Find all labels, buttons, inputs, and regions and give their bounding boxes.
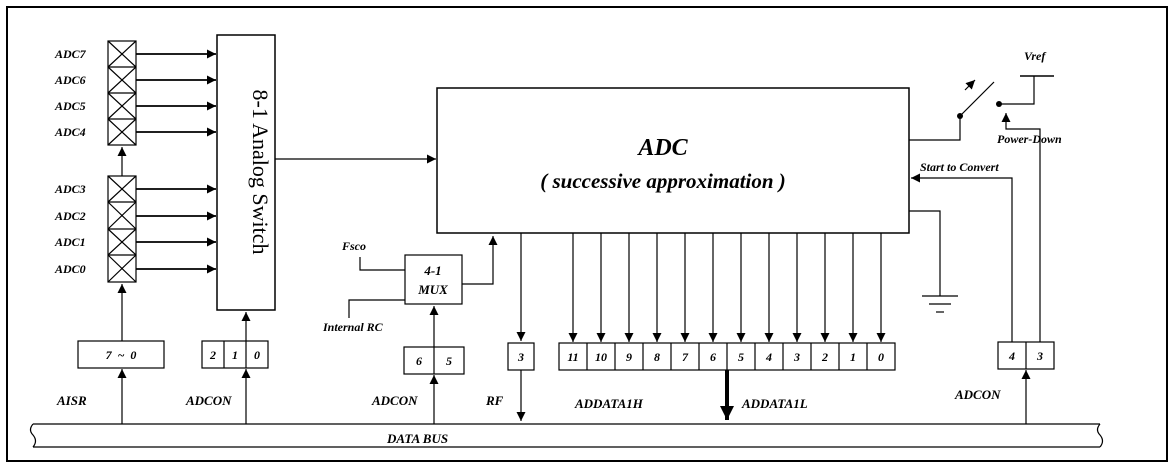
- data-register-bit: 5: [738, 350, 744, 364]
- mux-label-line2: MUX: [417, 282, 448, 297]
- start-convert-arrow: [911, 173, 1013, 342]
- data-register-bit: 7: [682, 350, 689, 364]
- start-convert-label: Start to Convert: [920, 160, 999, 174]
- adc-subtitle: ( successive approximation ): [540, 169, 786, 193]
- aisr-label: AISR: [56, 393, 87, 408]
- input-pins-lower: [107, 175, 137, 283]
- adcon-mux-bit-5: 5: [446, 354, 452, 368]
- vref-wire: [909, 116, 961, 141]
- data-bus-label: DATA BUS: [386, 431, 448, 446]
- adcon-left-bit-1: 1: [232, 348, 238, 362]
- data-register-bit: 11: [567, 350, 578, 364]
- input-label-adc3: ADC3: [54, 182, 86, 196]
- data-register-bit: 4: [765, 350, 772, 364]
- internal-rc-input-line: [348, 299, 405, 318]
- addata1h-label: ADDATA1H: [574, 396, 644, 411]
- rf-label: RF: [485, 393, 504, 408]
- mux-input-internal-rc: Internal RC: [322, 320, 384, 334]
- input-label-adc7: ADC7: [54, 47, 87, 61]
- adcon-right-bit-4: 4: [1008, 349, 1015, 363]
- data-register-bit: 3: [793, 350, 800, 364]
- input-label-adc2: ADC2: [54, 209, 86, 223]
- data-register-bit: 9: [626, 350, 632, 364]
- adcon-left-bit-2: 2: [209, 348, 216, 362]
- input-label-adc4: ADC4: [54, 125, 86, 139]
- adc-output-arrows: [568, 233, 886, 342]
- adcon-mux-label: ADCON: [371, 393, 418, 408]
- switch-blade: [959, 81, 995, 117]
- analog-switch-label: 8-1 Analog Switch: [248, 90, 273, 255]
- input-label-adc5: ADC5: [54, 99, 86, 113]
- data-register-bit: 2: [821, 350, 828, 364]
- data-register-bit: 8: [654, 350, 660, 364]
- aisr-bits: 7 ~ 0: [106, 348, 137, 362]
- pin-to-switch-arrows: [136, 49, 216, 274]
- mux-input-fsco: Fsco: [341, 239, 366, 253]
- adc-block: [436, 87, 910, 234]
- data-register-bit: 6: [710, 350, 716, 364]
- input-pins-upper: [107, 40, 137, 146]
- adcon-left-register: [201, 340, 269, 369]
- rf-register: [507, 342, 535, 371]
- adcon-right-register: [997, 341, 1055, 370]
- ground-symbol: [922, 295, 958, 313]
- adcon-right-bit-3: 3: [1036, 349, 1043, 363]
- adcon-mux-register: [403, 346, 465, 375]
- adcon-left-label: ADCON: [185, 393, 232, 408]
- power-down-control-arrow: [1001, 113, 1041, 342]
- aisr-register: [77, 340, 165, 369]
- data-bus: [29, 423, 1104, 448]
- data-register-dividers: [586, 343, 868, 370]
- adcon-mux-bit-6: 6: [416, 354, 422, 368]
- data-register-bit: 0: [878, 350, 884, 364]
- input-label-adc0: ADC0: [54, 262, 86, 276]
- power-down-label: Power-Down: [997, 132, 1062, 146]
- rf-bit: 3: [517, 350, 524, 364]
- adc-title: ADC: [636, 135, 688, 161]
- ground-wire: [909, 210, 941, 296]
- mux-to-adc-arrow: [462, 236, 498, 285]
- analog-switch-box: [216, 34, 276, 311]
- adcon-left-bit-0: 0: [254, 348, 260, 362]
- mux-label-line1: 4-1: [423, 263, 441, 278]
- data-register-bit: 10: [595, 350, 607, 364]
- diagram-border: [6, 6, 1168, 462]
- fsco-input-line: [359, 257, 405, 271]
- input-label-adc1: ADC1: [54, 235, 86, 249]
- vref-label: Vref: [1024, 49, 1046, 63]
- mux-box: [404, 254, 463, 305]
- addata1l-label: ADDATA1L: [741, 396, 808, 411]
- data-register-bit: 1: [850, 350, 856, 364]
- switch-arc-arrow: [964, 79, 976, 91]
- vref-line: [999, 76, 1035, 105]
- input-label-adc6: ADC6: [54, 73, 86, 87]
- adcon-right-label: ADCON: [954, 387, 1001, 402]
